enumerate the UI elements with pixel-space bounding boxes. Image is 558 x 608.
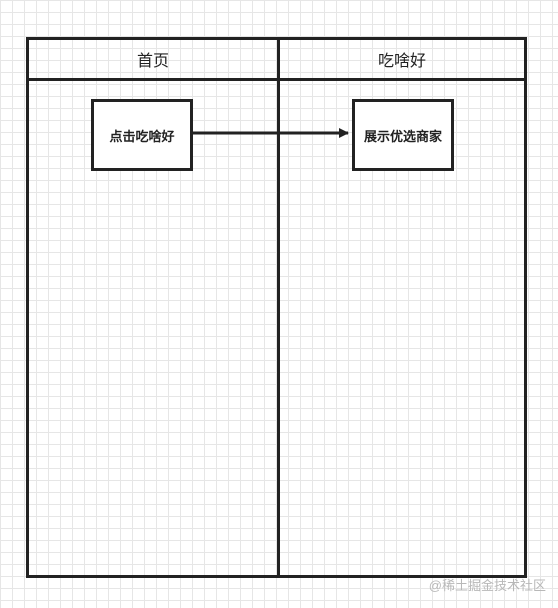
lane-chishahao: 吃啥好 展示优选商家 bbox=[277, 40, 524, 575]
lane-home-header: 首页 bbox=[29, 40, 277, 81]
lane-home: 首页 点击吃啥好 bbox=[29, 40, 277, 575]
swimlane-diagram: 首页 点击吃啥好 吃啥好 展示优选商家 bbox=[26, 37, 527, 578]
lane-chishahao-header: 吃啥好 bbox=[280, 40, 524, 81]
watermark-text: @稀土掘金技术社区 bbox=[428, 578, 546, 593]
process-show-merchants[interactable]: 展示优选商家 bbox=[352, 99, 454, 171]
process-click-chishahao[interactable]: 点击吃啥好 bbox=[91, 99, 193, 171]
